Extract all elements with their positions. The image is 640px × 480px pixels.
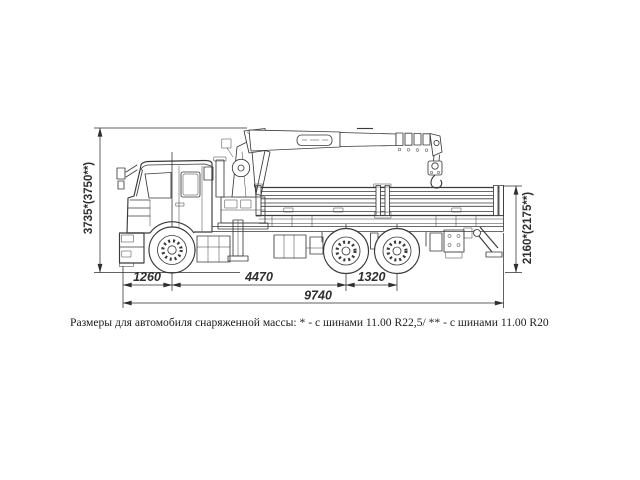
rear-wheel-2 bbox=[373, 227, 421, 275]
dimension-annotations: 3735*(3750**) 2160*(2175**) 1260 4470 13… bbox=[83, 127, 534, 308]
platform-rear-wall bbox=[493, 185, 504, 232]
cab-window-front bbox=[144, 172, 172, 199]
winch-drum bbox=[231, 158, 251, 178]
dim-platform-height: 2160*(2175**) bbox=[503, 185, 534, 273]
dim-label-bogie-spacing: 1320 bbox=[358, 270, 386, 284]
board-latch bbox=[283, 207, 294, 213]
reservoir bbox=[309, 236, 324, 255]
dim-label-front-overhang: 1260 bbox=[133, 270, 161, 284]
dim-overall-length: 9740 bbox=[122, 233, 504, 308]
dim-label-overall-length: 9740 bbox=[304, 289, 332, 303]
crane-hook bbox=[427, 154, 443, 189]
crane-boom bbox=[248, 127, 443, 157]
board-latch bbox=[333, 207, 344, 213]
platform-middle-stake bbox=[373, 183, 392, 219]
front-bumper bbox=[118, 232, 145, 267]
dim-overall-height: 3735*(3750**) bbox=[83, 127, 247, 273]
dim-label-platform-height: 2160*(2175**) bbox=[522, 192, 534, 264]
crane-outrigger bbox=[227, 219, 249, 262]
fog-light bbox=[121, 250, 132, 258]
rear-wheels bbox=[322, 224, 421, 291]
battery-box bbox=[196, 235, 231, 263]
board-latch bbox=[451, 207, 462, 213]
air-intake-stack bbox=[215, 159, 225, 198]
cargo-platform bbox=[254, 183, 504, 232]
figure-caption: Размеры для автомобиля снаряженной массы… bbox=[70, 316, 549, 329]
underbody-equipment bbox=[273, 226, 503, 259]
side-mirror bbox=[116, 164, 138, 190]
cab-rear-vent bbox=[203, 166, 214, 181]
truck-side-view bbox=[116, 127, 504, 291]
headlight bbox=[121, 234, 134, 243]
truck-cab bbox=[116, 159, 231, 267]
rear-wheel-1 bbox=[322, 227, 370, 275]
boom-head bbox=[429, 133, 443, 157]
outrigger-foot bbox=[227, 255, 249, 262]
dim-label-wheelbase: 4470 bbox=[244, 270, 273, 284]
spring-hanger bbox=[443, 229, 465, 259]
dim-label-overall-height: 3735*(3750**) bbox=[83, 162, 95, 234]
dim-wheelbase: 4470 bbox=[171, 270, 347, 288]
telescopic-section-ends bbox=[395, 132, 431, 152]
lift-cylinder bbox=[255, 150, 271, 196]
front-wheel bbox=[148, 152, 196, 291]
rear-support bbox=[463, 226, 503, 258]
door-handle bbox=[175, 202, 185, 207]
toolbox bbox=[273, 234, 307, 259]
cab-window-door bbox=[180, 171, 201, 198]
dim-bogie-spacing: 1320 bbox=[345, 270, 398, 288]
crane-brand-plate bbox=[296, 134, 333, 146]
